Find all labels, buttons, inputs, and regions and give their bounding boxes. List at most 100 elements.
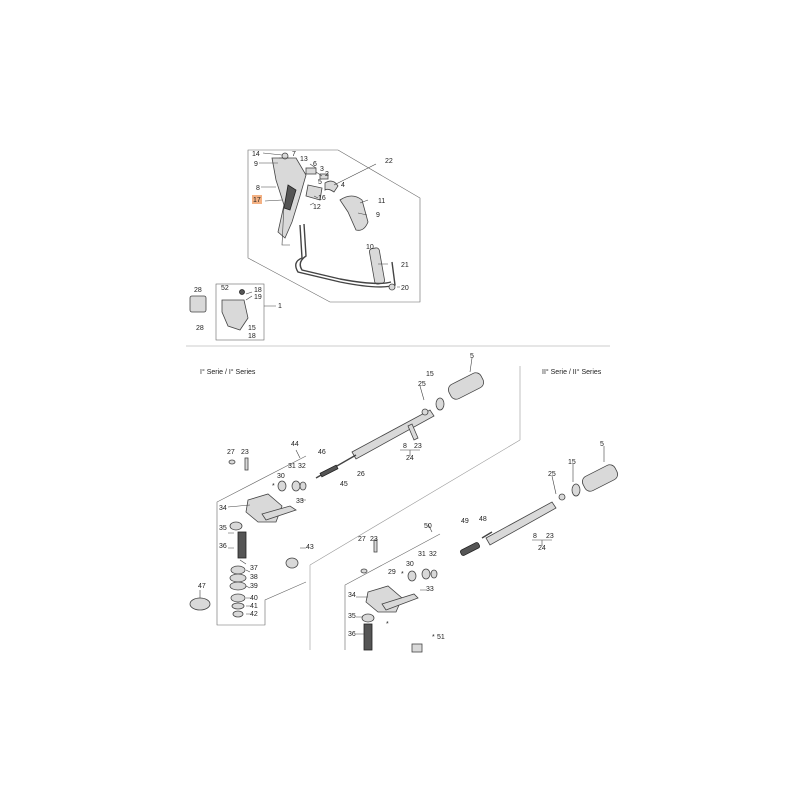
clip-part <box>319 173 329 180</box>
callout-2: 2 <box>325 171 329 178</box>
left-callout-40: 40 <box>250 595 258 602</box>
left-callout-30: 30 <box>277 473 285 480</box>
callout-6: 6 <box>313 161 317 168</box>
second-series-group: 5 25 15 8 23 24 49 48 50 27 23 31 32 30 … <box>344 441 619 653</box>
clamp-assembly-group: 28 28 52 18 19 1 15 18 <box>189 283 282 341</box>
handle-assembly-group: 14 7 13 9 6 3 2 8 5 4 17 16 12 11 9 10 2… <box>247 149 421 303</box>
right-star-3: * <box>432 634 435 641</box>
drive-tube-2 <box>485 501 557 546</box>
left-callout-32: 32 <box>298 463 306 470</box>
right-callout-48: 48 <box>479 516 487 523</box>
first-series-group: 5 25 15 8 23 24 46 26 45 44 27 23 31 32 … <box>189 353 485 626</box>
clamp-screw-23 <box>407 423 419 441</box>
callout-1: 1 <box>278 303 282 310</box>
right-callout-31: 31 <box>418 551 426 558</box>
bolt-27-2 <box>360 568 368 574</box>
callout-52: 52 <box>221 285 229 292</box>
left-callout-34: 34 <box>219 505 227 512</box>
clamp-body <box>221 299 249 331</box>
ring-32-2 <box>430 569 438 579</box>
bar-grip <box>369 247 385 285</box>
callout-20: 20 <box>401 285 409 292</box>
drive-tube <box>351 409 435 460</box>
bracket-part <box>305 184 323 201</box>
shaft-49 <box>460 542 480 556</box>
series-label-right: II° Serie / II° Series <box>542 368 602 376</box>
left-callout-38: 38 <box>250 574 258 581</box>
washer-25-2 <box>558 493 566 501</box>
callout-17-highlight <box>252 195 262 204</box>
callout-15: 15 <box>248 325 256 332</box>
ring-31 <box>291 480 301 492</box>
callout-4: 4 <box>341 182 345 189</box>
gear-39 <box>229 581 247 591</box>
nut-43 <box>285 557 299 569</box>
gear-38 <box>229 573 247 583</box>
arm-left <box>261 505 297 521</box>
bearing-35 <box>229 521 243 531</box>
left-callout-44: 44 <box>291 441 299 448</box>
grip-sleeve <box>447 372 485 400</box>
callout-9b: 9 <box>376 212 380 219</box>
callout-11: 11 <box>378 198 385 205</box>
left-callout-23b: 23 <box>241 449 249 456</box>
shaft-46 <box>319 464 339 478</box>
callout-22: 22 <box>385 158 393 165</box>
gear-37 <box>230 565 246 575</box>
left-callout-42: 42 <box>250 611 258 618</box>
handle-assembly-frame <box>247 149 421 303</box>
callout-7: 7 <box>292 151 296 158</box>
right-callout-24: 24 <box>538 545 546 552</box>
right-callout-49: 49 <box>461 518 469 525</box>
right-callout-35: 35 <box>348 613 356 620</box>
bolt-23 <box>244 457 249 471</box>
bolt-27 <box>228 459 236 465</box>
left-star: * <box>272 483 275 490</box>
switch-part <box>305 167 317 175</box>
left-callout-5: 5 <box>470 353 474 360</box>
left-callout-15: 15 <box>426 371 434 378</box>
end-screw <box>388 283 396 291</box>
rubber-block <box>189 295 207 313</box>
callout-28: 28 <box>194 287 202 294</box>
right-callout-32: 32 <box>429 551 437 558</box>
right-star-2: * <box>386 621 389 628</box>
side-grip <box>339 195 369 231</box>
gearbox-body-right <box>365 585 403 613</box>
screw-part <box>281 152 289 160</box>
left-callout-27: 27 <box>227 449 235 456</box>
grip-sleeve-2 <box>581 464 619 492</box>
left-callout-23: 23 <box>414 443 422 450</box>
ring-30-2 <box>407 570 417 582</box>
callout-18b: 18 <box>248 333 256 340</box>
left-callout-37: 37 <box>250 565 258 572</box>
bolt-23-2 <box>373 539 378 553</box>
left-callout-46: 46 <box>318 449 326 456</box>
callout-18: 18 <box>254 287 262 294</box>
right-callout-8: 8 <box>533 533 537 540</box>
right-callout-30: 30 <box>406 561 414 568</box>
callout-10: 10 <box>366 244 374 251</box>
right-callout-23: 23 <box>546 533 554 540</box>
right-callout-33: 33 <box>426 586 434 593</box>
left-callout-36: 36 <box>219 543 227 550</box>
callout-14: 14 <box>252 151 260 158</box>
ring-15 <box>435 397 445 411</box>
callout-19: 19 <box>254 294 262 301</box>
callout-21: 21 <box>401 262 409 269</box>
right-callout-36: 36 <box>348 631 356 638</box>
left-callout-33: 33 <box>296 498 304 505</box>
clamp-part <box>324 180 339 193</box>
gearbox-frame-right <box>344 533 441 650</box>
right-callout-50: 50 <box>424 523 432 530</box>
callout-9: 9 <box>254 161 258 168</box>
left-callout-43: 43 <box>306 544 314 551</box>
left-callout-26: 26 <box>357 471 365 478</box>
part-51 <box>411 643 423 653</box>
callout-3: 3 <box>320 166 324 173</box>
callout-28b: 28 <box>196 325 204 332</box>
right-callout-23b: 23 <box>370 536 378 543</box>
right-callout-15: 15 <box>568 459 576 466</box>
pinion-36-2 <box>363 623 373 651</box>
cover-47 <box>189 597 211 611</box>
